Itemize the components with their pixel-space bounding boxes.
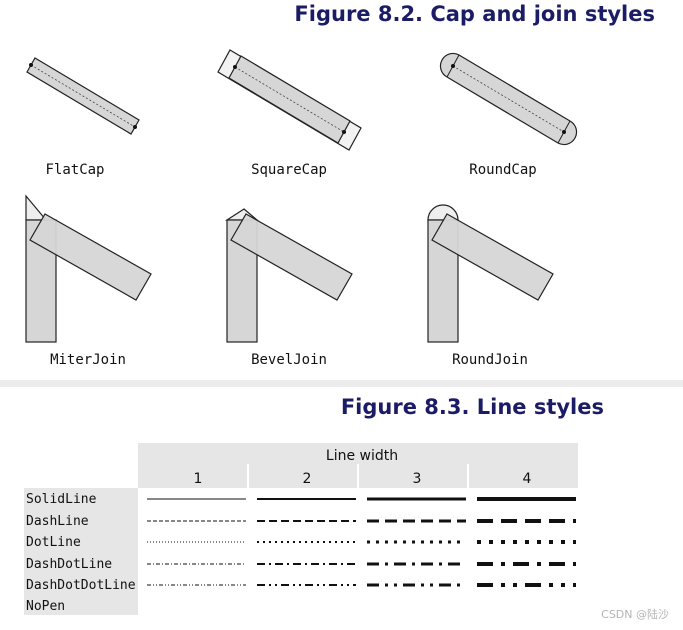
flatcap-label: FlatCap — [45, 162, 104, 178]
figure-8-2-title: Figure 8.2. Cap and join styles — [294, 2, 655, 26]
roundcap-illustration — [439, 52, 578, 146]
width-col-1: 1 — [194, 471, 203, 487]
squarecap-illustration — [217, 49, 362, 151]
flatcap-illustration — [26, 57, 140, 135]
style-row-dashdotdot: DashDotDotLine — [26, 578, 136, 593]
width-col-4: 4 — [523, 471, 532, 487]
width-col-2: 2 — [303, 471, 312, 487]
figure-8-3-title: Figure 8.3. Line styles — [340, 395, 604, 419]
roundjoin-illustration — [427, 204, 554, 343]
style-row-nopen: NoPen — [26, 599, 65, 614]
line-width-header: Line width — [326, 448, 398, 464]
miterjoin-label: MiterJoin — [50, 352, 126, 368]
cap-join-styles-figure: FlatCap SquareCap RoundCap MiterJoin Bev… — [25, 49, 578, 368]
section-divider — [0, 380, 683, 387]
style-row-solid: SolidLine — [26, 492, 97, 507]
miterjoin-illustration — [25, 194, 152, 343]
width-col-3: 3 — [413, 471, 422, 487]
roundcap-label: RoundCap — [469, 162, 536, 178]
roundjoin-label: RoundJoin — [452, 352, 528, 368]
style-row-dashdot: DashDotLine — [26, 557, 112, 572]
style-row-dot: DotLine — [26, 535, 81, 550]
row-labels-bg — [24, 488, 138, 615]
style-row-dash: DashLine — [26, 514, 89, 529]
line-styles-table: Line width 1 2 3 4 SolidLine DashLine Do… — [24, 443, 578, 615]
csdn-watermark: CSDN @陆沙 — [601, 608, 669, 621]
beveljoin-illustration — [224, 208, 353, 343]
squarecap-label: SquareCap — [251, 162, 327, 178]
beveljoin-label: BevelJoin — [251, 352, 327, 368]
